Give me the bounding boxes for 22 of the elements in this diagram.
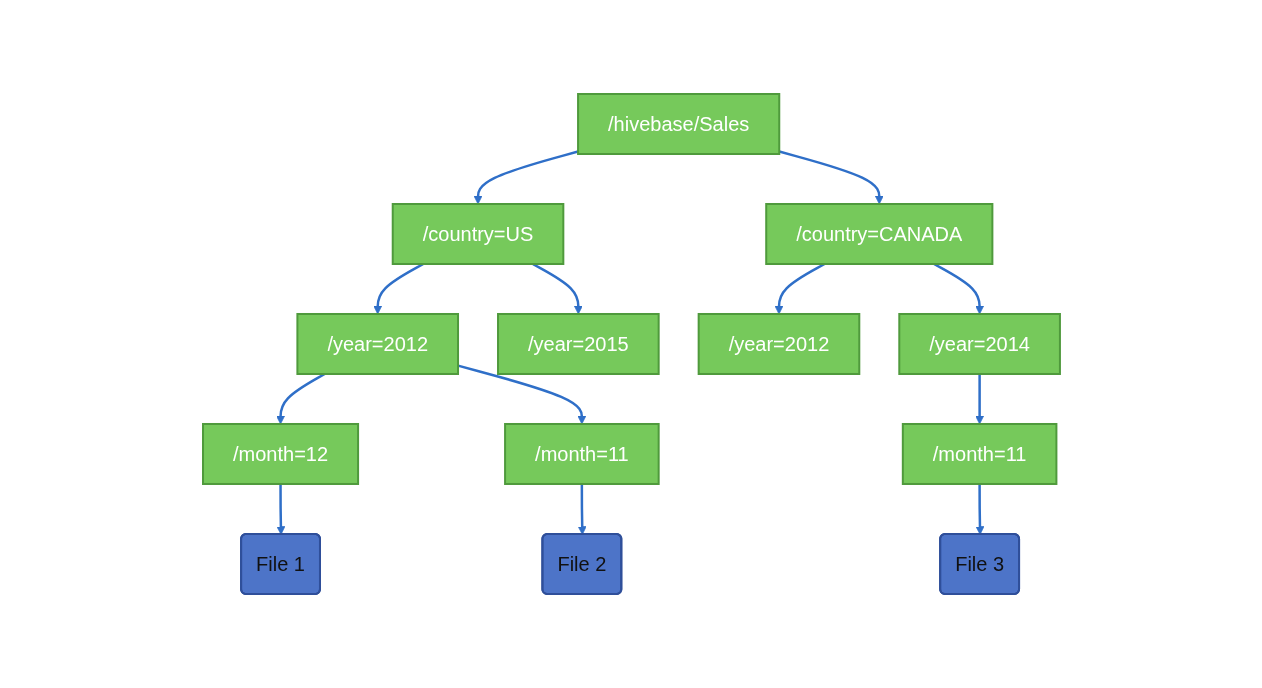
arrow bbox=[974, 374, 984, 425]
arrow bbox=[778, 150, 884, 205]
arrow bbox=[275, 372, 325, 425]
node-box: /month=12 bbox=[201, 423, 359, 485]
node-box: /year=2012 bbox=[697, 313, 860, 375]
node-box: /country=US bbox=[391, 203, 564, 265]
node-box: /month=11 bbox=[901, 423, 1057, 485]
node-box: /year=2015 bbox=[496, 313, 660, 375]
node-box: /month=11 bbox=[503, 423, 660, 485]
arrow bbox=[457, 364, 586, 425]
arrow bbox=[975, 484, 984, 535]
arrow bbox=[932, 262, 984, 315]
arrow bbox=[531, 262, 583, 315]
node-box: /year=2012 bbox=[295, 313, 459, 375]
node-box: /hivebase/Sales bbox=[576, 93, 780, 155]
arrow bbox=[473, 150, 578, 205]
arrow bbox=[372, 262, 424, 315]
node-box: /country=CANADA bbox=[764, 203, 993, 265]
arrow bbox=[577, 484, 587, 535]
arrow bbox=[774, 262, 825, 315]
arrow bbox=[276, 484, 285, 535]
node-box: /year=2014 bbox=[897, 313, 1061, 375]
